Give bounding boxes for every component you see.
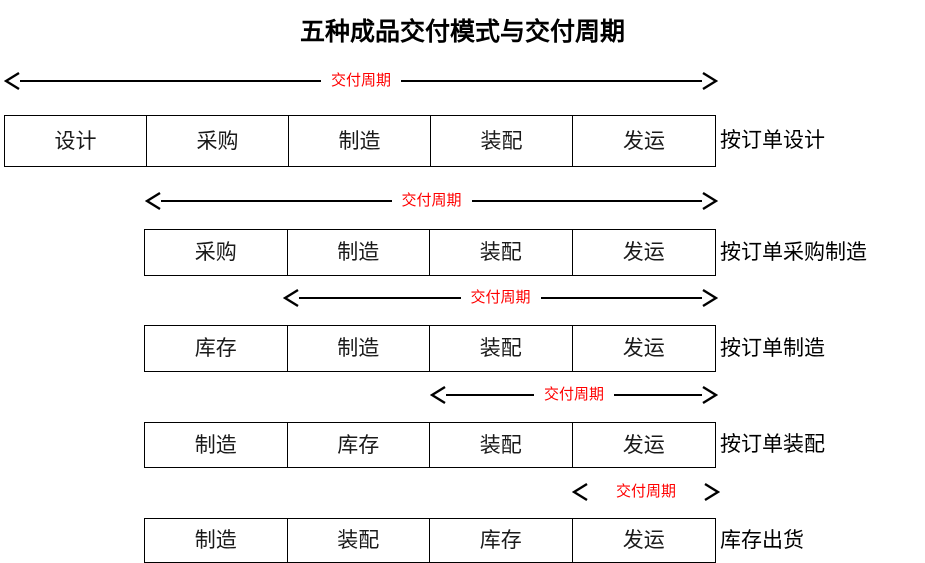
arrow-head-left-icon bbox=[572, 481, 588, 503]
arrow-line-left bbox=[446, 393, 534, 397]
arrow-line-right bbox=[614, 393, 703, 397]
arrow-head-right-icon bbox=[702, 384, 719, 406]
mode-label-row-4: 按订单装配 bbox=[720, 432, 825, 456]
arrow-line-left bbox=[20, 79, 321, 83]
process-bar-row-1: 设计 采购 制造 装配 发运 bbox=[4, 115, 716, 167]
arrow-head-right-icon bbox=[704, 481, 720, 503]
stage-cell[interactable]: 发运 bbox=[622, 240, 665, 264]
stage-cell[interactable]: 库存 bbox=[430, 519, 573, 562]
stage-cell[interactable]: 制造 bbox=[145, 519, 288, 562]
arrow-line-right bbox=[540, 296, 703, 300]
stage-cell[interactable]: 采购 bbox=[147, 116, 289, 166]
stage-cell[interactable]: 装配 bbox=[431, 116, 573, 166]
stage-cell[interactable]: 制造 bbox=[289, 116, 431, 166]
arrow-head-right-icon bbox=[702, 190, 719, 212]
stage-cell[interactable]: 采购 bbox=[145, 230, 288, 275]
stage-cell[interactable]: 装配 bbox=[430, 326, 573, 371]
process-bar-row-2: 采购 制造 装配 发运 bbox=[144, 229, 716, 276]
arrow-head-left-icon bbox=[145, 190, 161, 212]
stage-cell[interactable]: 制造 bbox=[288, 230, 430, 275]
lead-time-arrow-row-5: 交付周期 bbox=[572, 477, 720, 507]
stage-cell[interactable]: 库存 bbox=[145, 326, 288, 371]
arrow-head-right-icon bbox=[702, 70, 719, 92]
mode-label-row-1: 按订单设计 bbox=[720, 128, 825, 152]
arrow-head-left-icon bbox=[430, 384, 446, 406]
process-bar-row-5: 制造 装配 库存 发运 bbox=[144, 518, 716, 563]
lead-time-arrow-row-1: 交付周期 bbox=[4, 66, 719, 96]
lead-time-arrow-row-4: 交付周期 bbox=[430, 380, 719, 410]
lead-time-arrow-row-2: 交付周期 bbox=[145, 186, 719, 216]
stage-cell[interactable]: 发运 bbox=[622, 432, 665, 457]
mode-label-row-5: 库存出货 bbox=[720, 528, 804, 552]
lead-time-label: 交付周期 bbox=[331, 72, 392, 89]
arrow-line-right bbox=[471, 199, 703, 203]
lead-time-label: 交付周期 bbox=[470, 289, 531, 306]
lead-time-label: 交付周期 bbox=[401, 192, 462, 209]
stage-cell[interactable]: 装配 bbox=[430, 423, 573, 467]
stage-cell[interactable]: 制造 bbox=[145, 423, 288, 467]
arrow-line-left bbox=[161, 199, 392, 203]
stage-cell[interactable]: 装配 bbox=[430, 230, 573, 275]
mode-label-row-2: 按订单采购制造 bbox=[720, 240, 867, 264]
stage-cell[interactable]: 装配 bbox=[288, 519, 430, 562]
stage-cell[interactable]: 发运 bbox=[622, 528, 665, 552]
stage-cell[interactable]: 库存 bbox=[288, 423, 430, 467]
process-bar-row-4: 制造 库存 装配 发运 bbox=[144, 422, 716, 468]
mode-label-row-3: 按订单制造 bbox=[720, 336, 825, 360]
arrow-head-left-icon bbox=[283, 287, 299, 309]
lead-time-arrow-row-3: 交付周期 bbox=[283, 283, 719, 313]
stage-cell[interactable]: 发运 bbox=[623, 128, 665, 153]
stage-cell[interactable]: 制造 bbox=[288, 326, 430, 371]
page-title: 五种成品交付模式与交付周期 bbox=[299, 19, 625, 46]
stage-cell[interactable]: 发运 bbox=[622, 336, 665, 360]
arrow-head-left-icon bbox=[4, 70, 20, 92]
lead-time-label: 交付周期 bbox=[544, 386, 605, 403]
arrow-line-right bbox=[401, 79, 703, 83]
arrow-head-right-icon bbox=[702, 287, 719, 309]
process-bar-row-3: 库存 制造 装配 发运 bbox=[144, 325, 716, 372]
lead-time-label: 交付周期 bbox=[615, 483, 676, 500]
arrow-line-left bbox=[299, 296, 461, 300]
stage-cell[interactable]: 设计 bbox=[5, 116, 147, 166]
